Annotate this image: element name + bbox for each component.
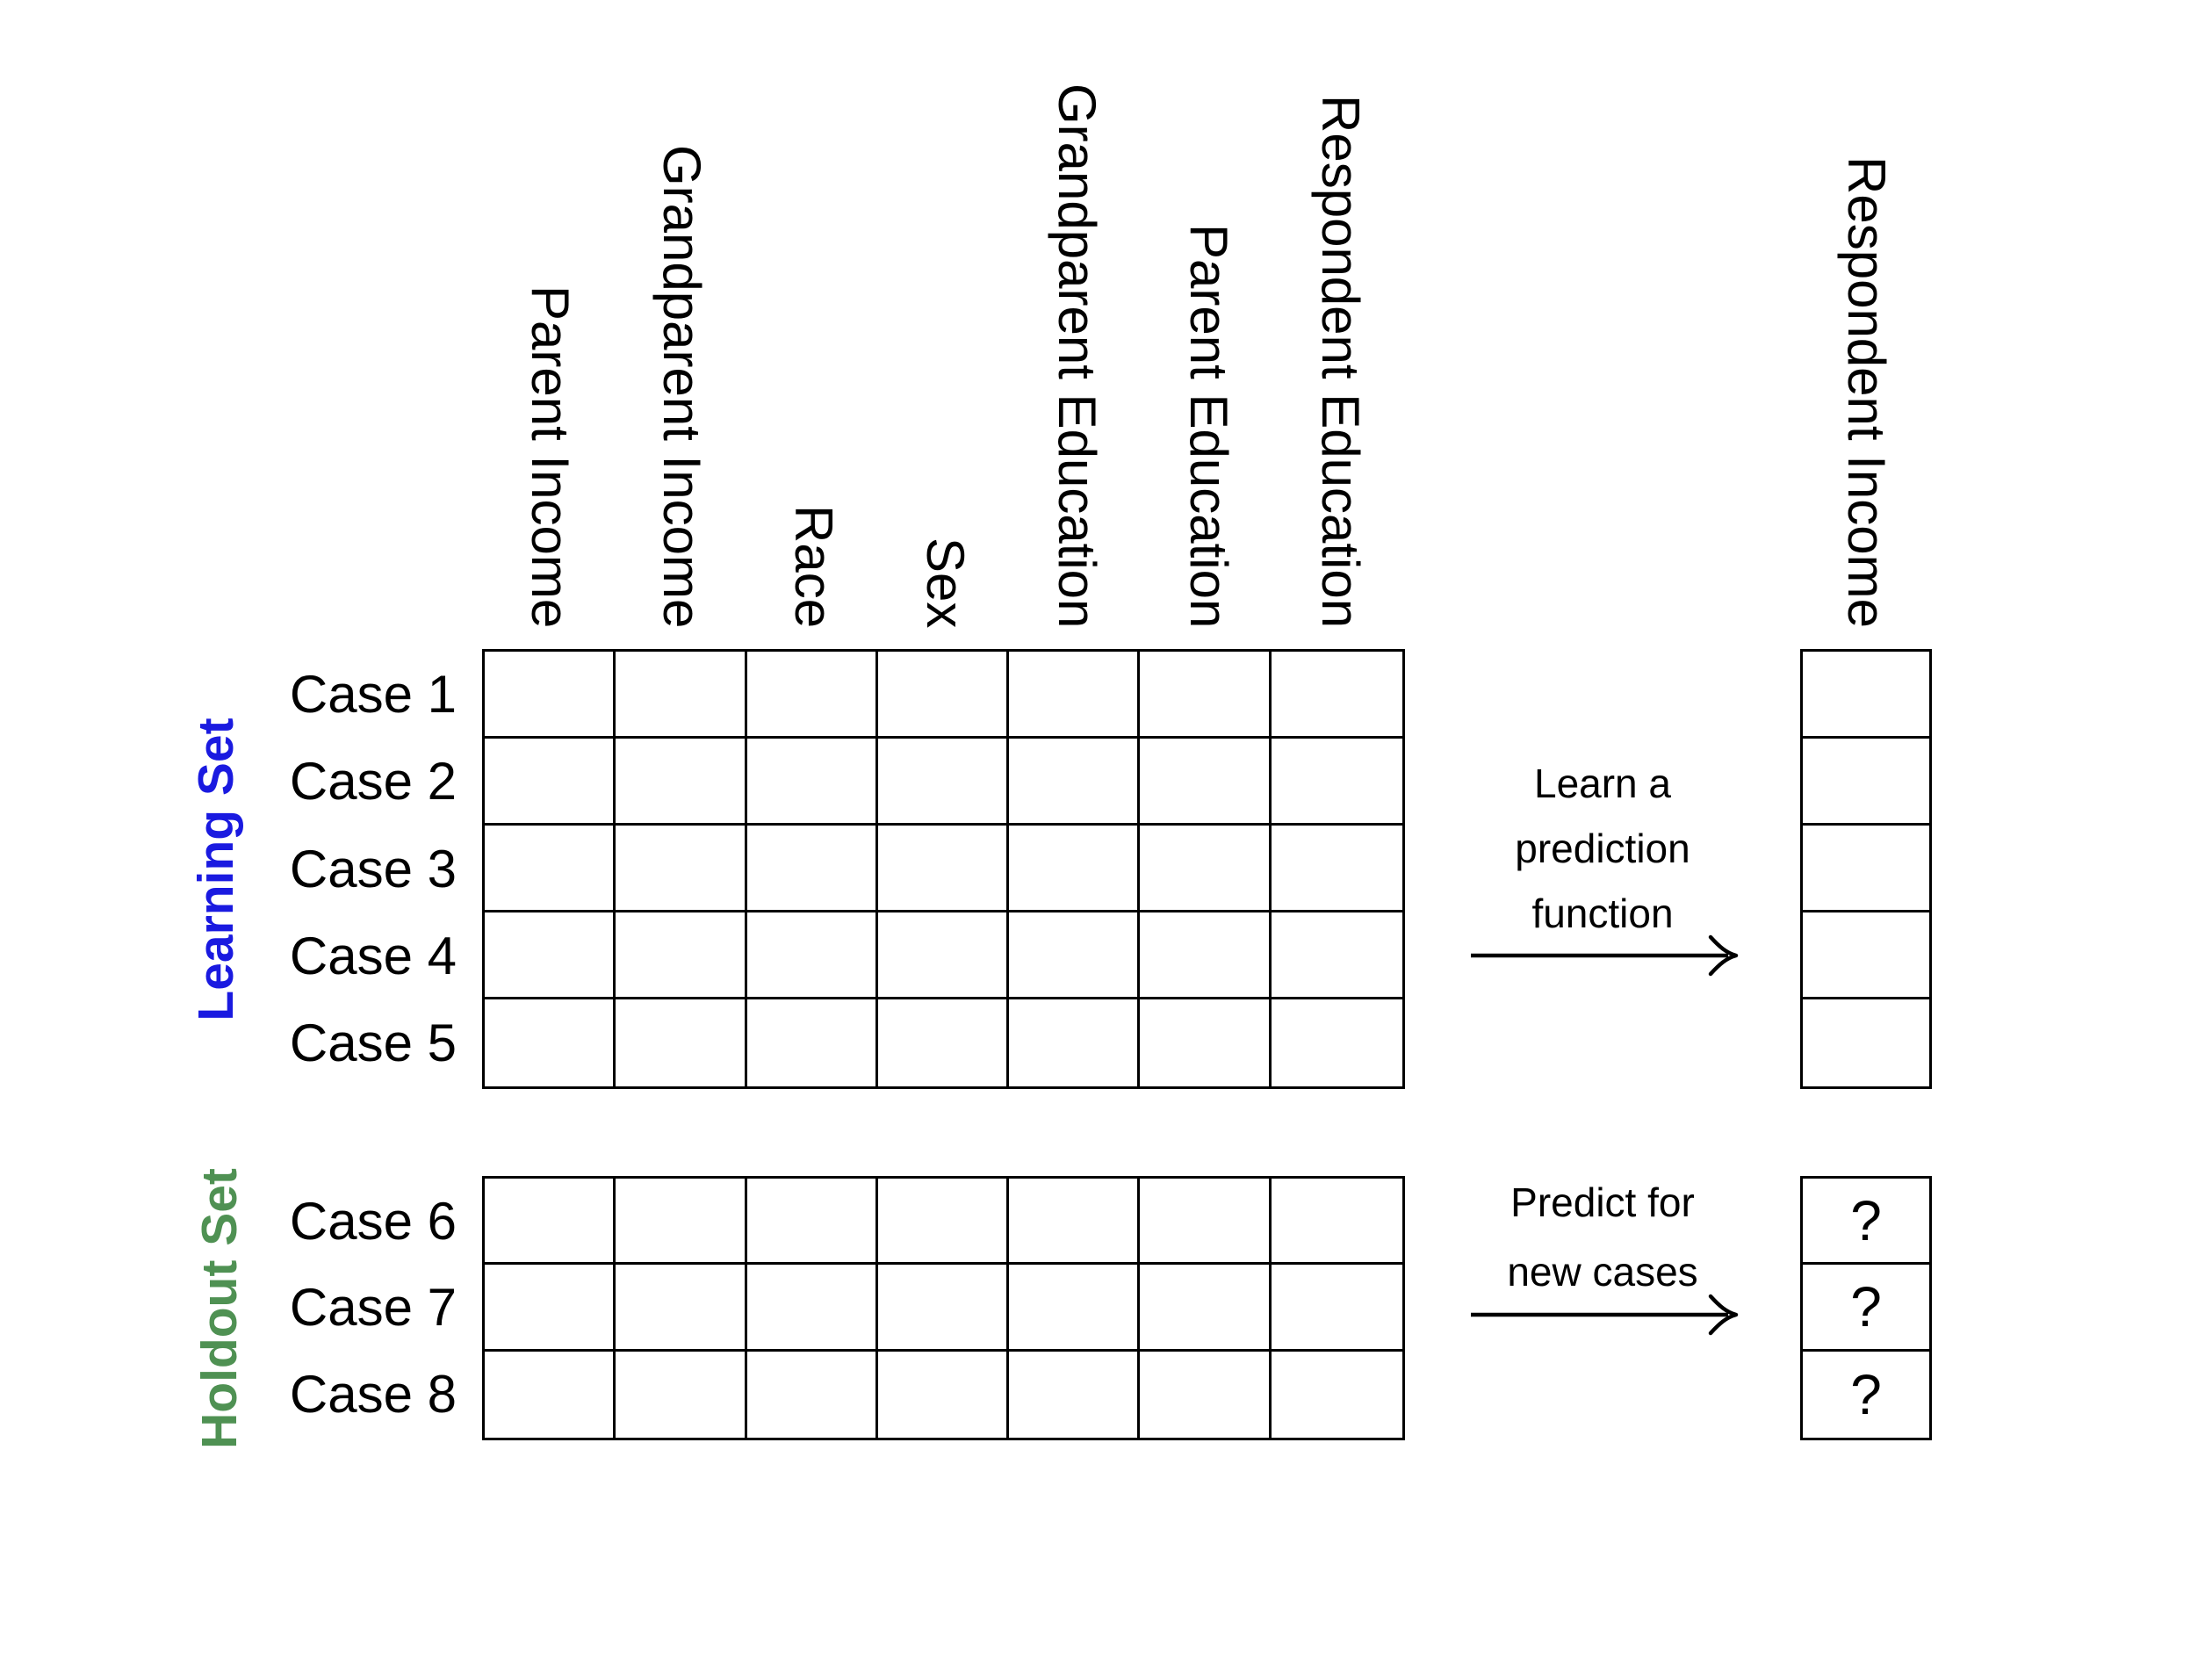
table-cell xyxy=(1803,999,1929,1086)
table-cell xyxy=(877,652,1010,739)
table-cell xyxy=(1803,826,1929,912)
case-label-3: Case 3 xyxy=(289,840,457,898)
table-cell xyxy=(746,1179,878,1266)
case-label-5: Case 5 xyxy=(289,1013,457,1072)
holdout-target-grid: ??? xyxy=(1800,1176,1932,1440)
table-cell xyxy=(1009,1351,1141,1438)
table-cell xyxy=(1140,1179,1272,1266)
table-cell xyxy=(877,1265,1010,1352)
table-cell xyxy=(746,739,878,826)
case-label-7: Case 7 xyxy=(289,1278,457,1337)
table-cell xyxy=(746,912,878,999)
prediction-cell: ? xyxy=(1803,1265,1929,1352)
table-cell xyxy=(877,1179,1010,1266)
table-cell xyxy=(747,999,878,1086)
case-label-1: Case 1 xyxy=(289,665,457,724)
table-cell xyxy=(485,1179,616,1266)
target-column-header: Respondent Income xyxy=(1837,155,1896,628)
table-cell xyxy=(1140,999,1272,1086)
arrow-label-line: new cases xyxy=(1507,1249,1698,1295)
table-cell xyxy=(1009,739,1141,826)
table-cell xyxy=(878,1351,1010,1438)
table-cell xyxy=(616,652,747,739)
table-cell xyxy=(485,652,616,739)
table-cell xyxy=(1009,1179,1141,1266)
table-cell xyxy=(747,1351,878,1438)
table-cell xyxy=(878,999,1010,1086)
table-cell xyxy=(1271,739,1402,826)
arrow-label-line: prediction xyxy=(1515,826,1690,871)
table-cell xyxy=(485,999,616,1086)
learn-arrow-label: Learn a prediction function xyxy=(1453,751,1752,946)
case-label-6: Case 6 xyxy=(289,1192,457,1251)
prediction-cell: ? xyxy=(1850,1362,1882,1426)
learn-arrow-icon xyxy=(1471,934,1739,977)
table-cell xyxy=(1803,739,1929,826)
case-label-8: Case 8 xyxy=(289,1365,457,1424)
predict-arrow-icon xyxy=(1471,1294,1739,1336)
table-cell xyxy=(1140,1265,1272,1352)
table-cell xyxy=(1271,652,1402,739)
table-cell xyxy=(1271,1265,1402,1352)
learning-target-grid xyxy=(1800,649,1932,1089)
table-cell xyxy=(1140,912,1272,999)
table-cell xyxy=(1271,912,1402,999)
table-cell xyxy=(1140,739,1272,826)
column-header-respondent-education: Respondent Education xyxy=(1311,94,1370,628)
table-cell xyxy=(485,1265,616,1352)
table-cell xyxy=(1009,999,1141,1086)
table-cell xyxy=(1803,652,1929,739)
table-cell xyxy=(616,1179,747,1266)
table-cell xyxy=(616,826,747,912)
table-cell xyxy=(616,739,747,826)
arrow-label-line: Learn a xyxy=(1533,761,1671,806)
table-cell xyxy=(1009,826,1141,912)
column-header-parent-education: Parent Education xyxy=(1179,223,1238,628)
table-cell xyxy=(485,1351,616,1438)
learning-feature-grid xyxy=(482,649,1405,1089)
table-cell xyxy=(1009,912,1141,999)
table-cell xyxy=(877,912,1010,999)
arrow-label-line: function xyxy=(1531,891,1674,936)
table-cell xyxy=(1140,826,1272,912)
arrow-label-line: Predict for xyxy=(1510,1179,1695,1225)
table-cell xyxy=(1009,1265,1141,1352)
table-cell xyxy=(485,912,616,999)
table-cell xyxy=(746,652,878,739)
case-label-4: Case 4 xyxy=(289,927,457,985)
holdout-feature-grid xyxy=(482,1176,1405,1440)
table-cell xyxy=(616,1265,747,1352)
column-header-grandparent-education: Grandparent Education xyxy=(1048,83,1106,628)
column-header-sex: Sex xyxy=(916,537,975,628)
table-cell xyxy=(746,1265,878,1352)
table-cell xyxy=(485,739,616,826)
table-cell xyxy=(1272,1352,1402,1438)
table-cell xyxy=(1272,999,1402,1086)
column-header-parent-income: Parent Income xyxy=(521,285,580,628)
table-cell xyxy=(616,912,747,999)
table-cell xyxy=(746,826,878,912)
table-cell xyxy=(877,739,1010,826)
table-cell xyxy=(1140,652,1272,739)
predict-arrow-label: Predict for new cases xyxy=(1453,1168,1752,1307)
table-cell xyxy=(1271,826,1402,912)
table-cell xyxy=(877,826,1010,912)
table-cell xyxy=(1140,1351,1272,1438)
table-cell xyxy=(1271,1179,1402,1266)
table-cell xyxy=(616,999,747,1086)
table-cell xyxy=(485,826,616,912)
table-cell xyxy=(1803,912,1929,999)
table-cell xyxy=(616,1351,747,1438)
table-cell xyxy=(1009,652,1141,739)
column-header-race: Race xyxy=(784,504,843,628)
prediction-cell: ? xyxy=(1803,1179,1929,1266)
column-header-grandparent-income: Grandparent Income xyxy=(652,144,711,628)
case-label-2: Case 2 xyxy=(289,752,457,811)
